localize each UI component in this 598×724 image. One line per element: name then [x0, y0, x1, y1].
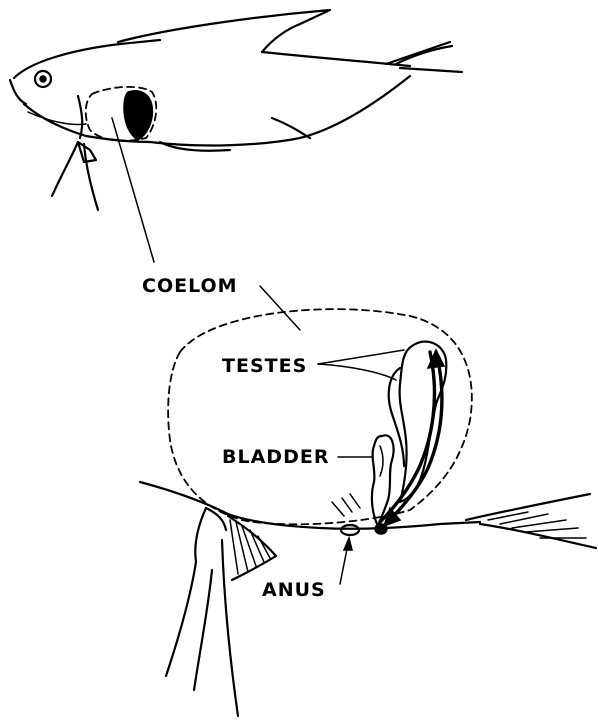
testes-leader-upper [318, 350, 404, 364]
anus-label: ANUS [262, 579, 326, 601]
testes-leader-lower [318, 364, 396, 380]
coelom-leader-bottom [260, 286, 300, 330]
coelom-label: COELOM [142, 275, 238, 297]
anus-pointer-arrowhead [344, 538, 352, 550]
whole-fish-illustration [10, 10, 462, 210]
anus-opening [341, 525, 359, 535]
testes-label: TESTES [222, 355, 307, 377]
bladder-label: BLADDER [222, 446, 329, 468]
